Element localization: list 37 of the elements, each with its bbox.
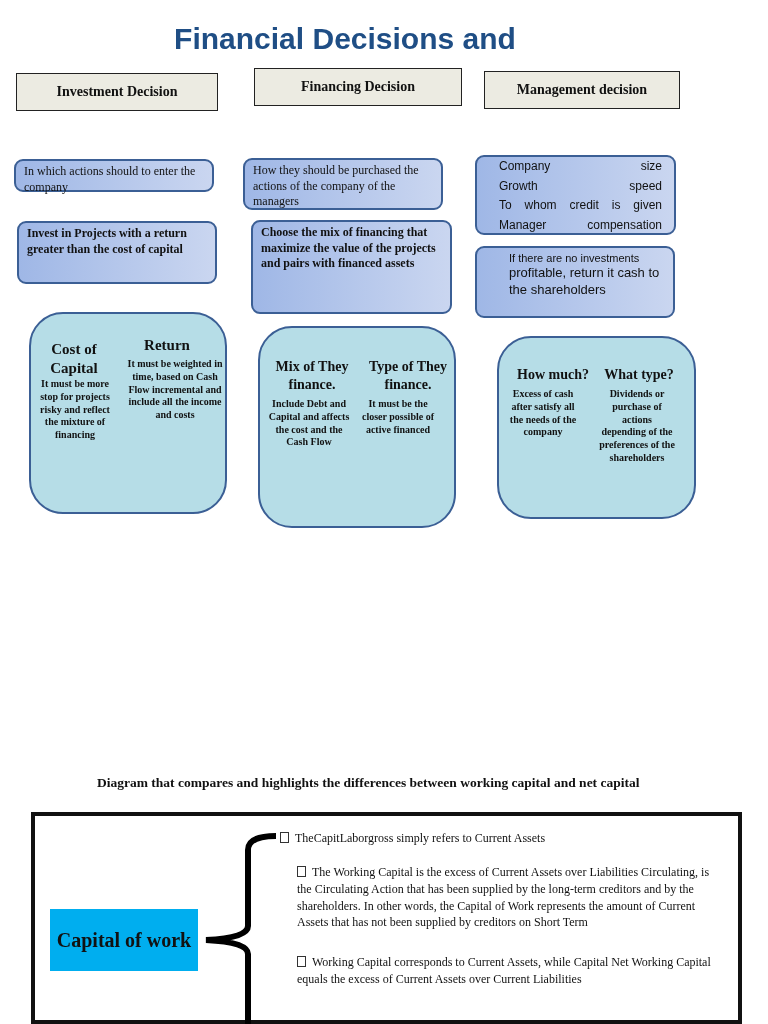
rounded-box [29, 312, 227, 514]
bullet-text: Working Capital corresponds to Current Assets, while Capital Net Working Capital equals the excess of Current Assets over Current Liabilities [297, 954, 712, 988]
rounded-box [497, 336, 696, 519]
rounded-box [258, 326, 456, 528]
column-heading: Mix of They finance. [274, 358, 350, 393]
text-box [475, 246, 675, 318]
header-box: Management decision [484, 71, 680, 109]
column-text: It must be the closer possible of active financed [360, 398, 436, 437]
column-heading: Cost of Capital [49, 340, 99, 378]
bullet-text: TheCapitLaborgross simply refers to Current Assets [280, 830, 720, 847]
title: Financial Decisions and [173, 22, 517, 56]
column-heading: Type of They finance. [367, 358, 448, 393]
text-box: Invest in Projects with a return greater than the cost of capital [17, 221, 217, 284]
text-line: To whom credit is given [499, 197, 662, 214]
column-heading: What type? [603, 366, 675, 384]
header-box: Investment Decision [16, 73, 218, 111]
label-box: Capital of work [50, 909, 198, 971]
header-box: Financing Decision [254, 68, 462, 106]
column-text: Include Debt and Capital and affects the cost and the Cash Flow [267, 398, 351, 450]
text-line: Company size [499, 158, 662, 175]
column-heading: Return [143, 336, 191, 355]
text-box [475, 155, 676, 235]
column-heading: How much? [516, 366, 590, 384]
bullet-text: The Working Capital is the excess of Current Assets over Liabilities Circulating, is the Circulating Action that has been supplied by the long-term creditors and by the shareholders. In other words, the Capital of Work represents the amount of Current Assets that has not been supplied by creditors on Short Term [297, 864, 711, 932]
text-line: Growth speed [499, 177, 662, 195]
text-box: Choose the mix of financing that maximize the value of the projects and pairs with financed assets [251, 220, 452, 314]
column-text: Dividends or purchase of actions depending of the preferences of the shareholders [599, 388, 675, 465]
text-line: If there are no investments [509, 251, 641, 266]
text-box: In which actions should to enter the company [14, 159, 214, 192]
text-line: Manager compensation [499, 216, 662, 234]
text-box: How they should be purchased the actions of the company of the managers [243, 158, 443, 210]
text-line: profitable, return it cash to the shareholders [509, 265, 661, 300]
column-text: Excess of cash after satisfy all the needs of the company [508, 388, 578, 440]
caption-text: Diagram that compares and highlights the differences between working capital and net capital [97, 775, 640, 791]
column-text: It must be weighted in time, based on Cash Flow incremental and include all the income and costs [127, 358, 223, 422]
diagram-frame [31, 812, 742, 1024]
column-text: It must be more stop for projects risky and reflect the mixture of financing [39, 378, 111, 442]
